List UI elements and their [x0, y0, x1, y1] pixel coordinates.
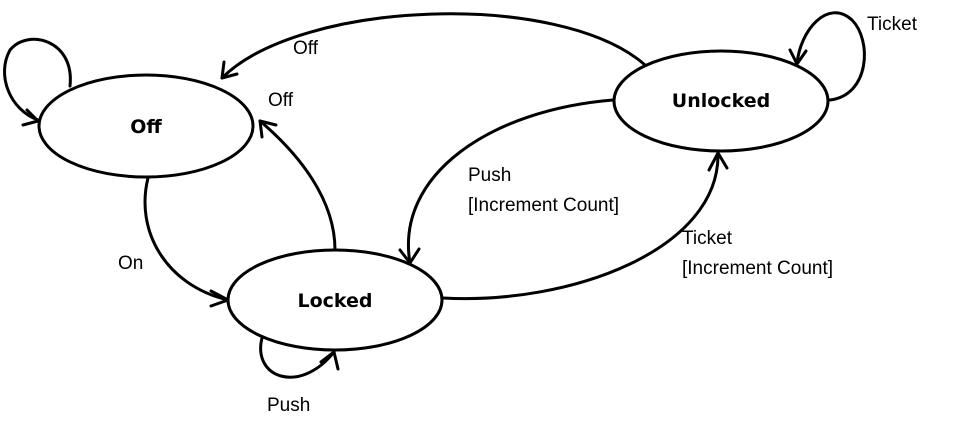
state-off: Off — [37, 73, 255, 179]
transition-unlocked-self — [788, 11, 866, 102]
state-unlocked: Unlocked — [612, 49, 830, 153]
label-locked-self: Push — [267, 395, 310, 416]
label-locked-to-unlocked-action: [Increment Count] — [682, 258, 833, 279]
transition-locked-to-off — [258, 119, 337, 252]
transition-locked-to-unlocked — [441, 151, 729, 301]
state-unlocked-label: Unlocked — [672, 90, 770, 112]
state-off-label: Off — [130, 116, 162, 138]
transition-locked-self — [259, 336, 340, 379]
label-unlocked-to-off: Off — [293, 38, 319, 59]
label-off-to-locked: On — [118, 253, 143, 274]
label-unlocked-to-locked-action: [Increment Count] — [468, 195, 619, 216]
label-locked-to-unlocked: Ticket — [682, 228, 733, 249]
transition-unlocked-to-off — [220, 12, 647, 80]
state-locked-label: Locked — [297, 290, 372, 312]
label-unlocked-self: Ticket — [867, 14, 918, 35]
transition-off-to-locked — [143, 176, 230, 308]
state-locked: Locked — [226, 248, 444, 352]
label-unlocked-to-locked: Push — [468, 165, 511, 186]
label-locked-to-off: Off — [268, 90, 294, 111]
